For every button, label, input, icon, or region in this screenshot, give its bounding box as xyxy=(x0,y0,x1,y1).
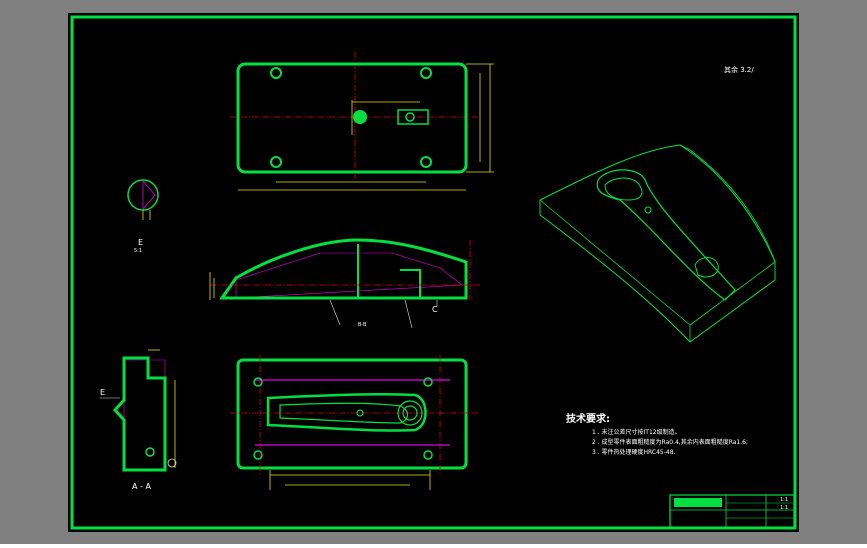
tech-req-item: 3 . 零件热处理硬度HRC45-48. xyxy=(592,449,676,456)
section-b-b-view xyxy=(209,238,480,329)
detail-e-label: E xyxy=(138,238,144,247)
title-block-sheet: 1:1 xyxy=(780,505,789,511)
tech-req-item: 2 . 成型零件表面粗糙度为Ra0.4,其余内表面粗糙度Ra1.6; xyxy=(592,439,748,446)
tech-req-item: 1 . 未注公差尺寸按IT12级制造。 xyxy=(592,429,681,436)
bottom-plan-view xyxy=(230,355,480,490)
sheet-border xyxy=(70,15,797,530)
circle-c-label: C xyxy=(432,305,438,314)
detail-e-view xyxy=(127,179,159,220)
section-b-b-label: B-B xyxy=(358,322,367,328)
title-block xyxy=(669,494,795,529)
section-a-a-view xyxy=(100,349,177,472)
tech-req-title: 技术要求: xyxy=(566,414,610,425)
top-plan-view xyxy=(230,52,494,191)
technical-requirements: 技术要求: 1 . 未注公差尺寸按IT12级制造。 2 . 成型零件表面粗糙度为… xyxy=(566,410,748,458)
title-block-scale: 1:1 xyxy=(780,497,789,503)
section-a-a-label: A - A xyxy=(132,482,151,491)
isometric-3d-view xyxy=(539,144,776,343)
detail-e-scale: 5:1 xyxy=(134,248,143,254)
leader-label-e: E xyxy=(100,388,106,397)
roughness-note: 其余 3.2/ xyxy=(724,66,754,74)
